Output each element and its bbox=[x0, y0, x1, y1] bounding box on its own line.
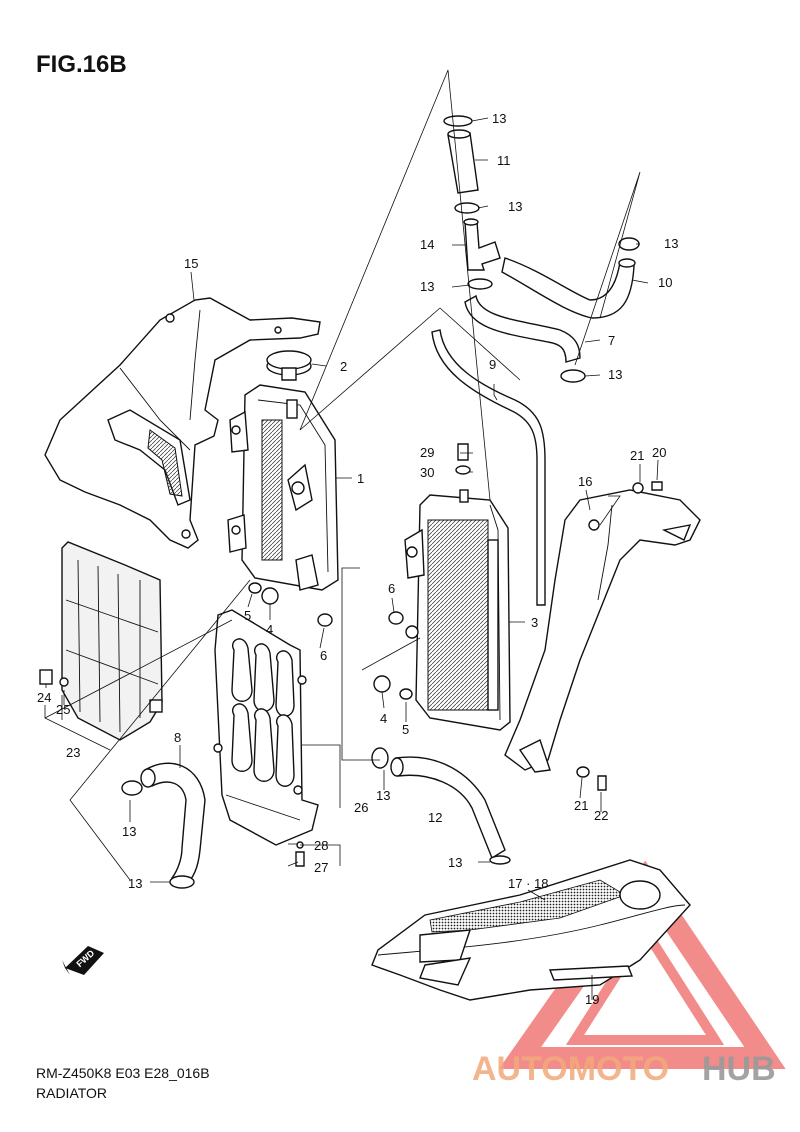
hose-part-7 bbox=[464, 294, 581, 363]
callout-30: 30 bbox=[420, 465, 434, 480]
callout-13: 13 bbox=[420, 279, 434, 294]
figure-title: FIG.16B bbox=[36, 51, 127, 78]
callout-12: 12 bbox=[428, 810, 442, 825]
callout-27: 27 bbox=[314, 860, 328, 875]
callout-20: 20 bbox=[652, 445, 666, 460]
watermark-text: AUTOMOTO HUB bbox=[472, 1050, 776, 1088]
callout-28: 28 bbox=[314, 838, 328, 853]
callout-21: 21 bbox=[574, 798, 588, 813]
hose-part-8 bbox=[140, 762, 206, 886]
callout-13: 13 bbox=[122, 824, 136, 839]
callout-13: 13 bbox=[664, 236, 678, 251]
callout-labels: 13 11 13 14 13 13 10 7 13 9 15 2 1 29 30… bbox=[37, 111, 678, 1007]
callout-17-18: 17 · 18 bbox=[508, 876, 548, 891]
radiator-cover-part-17-18 bbox=[371, 859, 691, 1001]
callout-13: 13 bbox=[376, 788, 390, 803]
fwd-arrow-icon: FWD bbox=[62, 946, 104, 975]
shroud-right-part-16 bbox=[504, 489, 701, 773]
callout-11: 11 bbox=[497, 153, 511, 168]
callout-15: 15 bbox=[184, 256, 198, 271]
callout-13: 13 bbox=[508, 199, 522, 214]
figure-code: RM-Z450K8 E03 E28_016B bbox=[36, 1065, 210, 1081]
callout-2: 2 bbox=[340, 359, 347, 374]
callout-5: 5 bbox=[244, 608, 251, 623]
callout-13: 13 bbox=[128, 876, 142, 891]
radiator-guard-center-part-26 bbox=[213, 609, 319, 846]
callout-13: 13 bbox=[448, 855, 462, 870]
callout-4: 4 bbox=[380, 711, 387, 726]
callout-26: 26 bbox=[354, 800, 368, 815]
callout-29: 29 bbox=[420, 445, 434, 460]
callout-23: 23 bbox=[66, 745, 80, 760]
callout-19: 19 bbox=[585, 992, 599, 1007]
callout-6: 6 bbox=[388, 581, 395, 596]
shroud-left-part-15 bbox=[44, 297, 321, 549]
callout-14: 14 bbox=[420, 237, 434, 252]
radiator-cap-part-2 bbox=[266, 350, 312, 381]
callout-5: 5 bbox=[402, 722, 409, 737]
radiator-guard-left-part-23 bbox=[61, 541, 163, 741]
callout-22: 22 bbox=[594, 808, 608, 823]
callout-1: 1 bbox=[357, 471, 364, 486]
callout-6: 6 bbox=[320, 648, 327, 663]
radiator-right-part-3 bbox=[404, 489, 511, 731]
callout-24: 24 bbox=[37, 690, 51, 705]
callout-16: 16 bbox=[578, 474, 592, 489]
callout-9: 9 bbox=[489, 357, 496, 372]
callout-3: 3 bbox=[531, 615, 538, 630]
callout-8: 8 bbox=[174, 730, 181, 745]
callout-7: 7 bbox=[608, 333, 615, 348]
hose-part-11 bbox=[447, 129, 479, 194]
callout-4: 4 bbox=[266, 622, 273, 637]
watermark-text-automoto: AUTOMOTO bbox=[472, 1050, 669, 1088]
watermark-text-hub: HUB bbox=[702, 1050, 776, 1088]
leader-lines bbox=[44, 69, 659, 1000]
hose-part-12 bbox=[390, 756, 506, 860]
hose-part-10 bbox=[501, 257, 636, 319]
callout-10: 10 bbox=[658, 275, 672, 290]
callout-13: 13 bbox=[492, 111, 506, 126]
callout-25: 25 bbox=[56, 702, 70, 717]
union-part-14 bbox=[463, 218, 501, 271]
figure-section: RADIATOR bbox=[36, 1085, 107, 1101]
radiator-left-part-1 bbox=[227, 384, 339, 591]
fasteners bbox=[39, 115, 663, 889]
callout-21: 21 bbox=[630, 448, 644, 463]
tube-part-9 bbox=[431, 329, 546, 606]
callout-13: 13 bbox=[608, 367, 622, 382]
